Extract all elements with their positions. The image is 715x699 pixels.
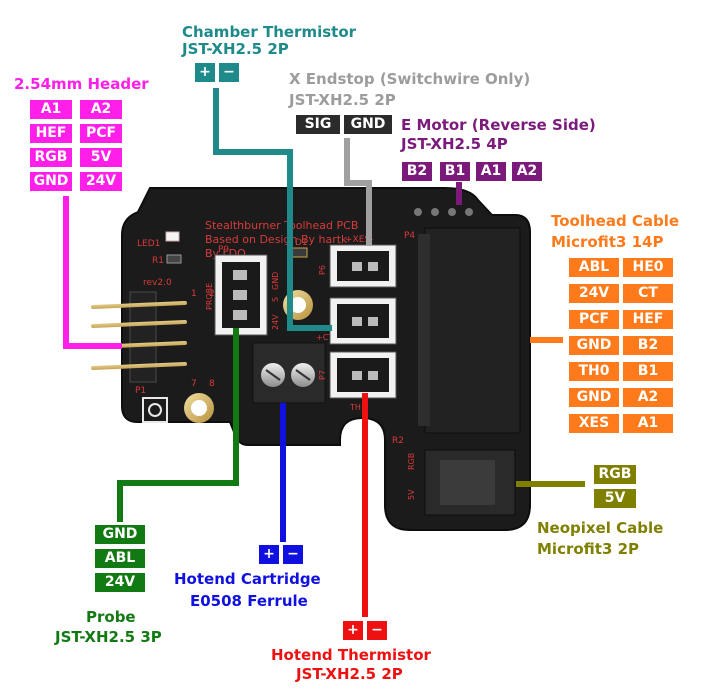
silk-s: S (271, 297, 280, 302)
toolhead-pin-th0: TH0 (569, 362, 619, 381)
chamber-title: Chamber Thermistor (182, 23, 357, 41)
toolhead-pin-a1: A1 (623, 414, 673, 433)
silk-p6: P6 (318, 265, 327, 275)
header-pin-rgb: RGB (30, 148, 72, 167)
cartridge-pin-plus: + (259, 545, 279, 564)
emotor-title: E Motor (Reverse Side) (401, 116, 596, 134)
chamber-pin-plus: + (195, 63, 215, 82)
toolhead-pin-ct: CT (623, 284, 673, 303)
silk-title-line-1: Stealthburner Toolhead PCB (205, 219, 358, 232)
xendstop-pin-gnd: GND (344, 115, 392, 134)
emotor-pin-a2: A2 (512, 162, 542, 181)
thermistor-subtitle: JST-XH2.5 2P (296, 665, 403, 683)
emotor-pin-b1: B1 (440, 162, 470, 181)
silk-p9: P9 (218, 245, 229, 255)
toolhead-pin-b2: B2 (623, 336, 673, 355)
chamber-pin-minus: − (219, 63, 239, 82)
silk-d1: D1 (295, 238, 308, 248)
cartridge-pin-minus: − (283, 545, 303, 564)
header-pin-gnd: GND (30, 172, 72, 191)
xendstop-leader-line (344, 138, 372, 245)
emotor-pin-a1: A1 (476, 162, 506, 181)
toolhead-pin-gnd-2: GND (569, 388, 619, 407)
silk-probe: PROBE (205, 283, 214, 310)
thermistor-title: Hotend Thermistor (271, 646, 431, 664)
toolhead-title: Toolhead Cable (551, 212, 680, 230)
silk-pin-1: 1 (191, 289, 197, 299)
header-leader-line (63, 196, 122, 349)
led-component (165, 231, 180, 242)
silk-ct: +CT- (316, 333, 335, 342)
silk-24v: 24V (271, 314, 280, 330)
silk-pin-8: 8 (209, 379, 215, 389)
header-pin-hef: HEF (30, 124, 72, 143)
toolhead-pin-hef: HEF (623, 310, 673, 329)
resistor-r1 (166, 254, 182, 264)
emotor-subtitle: JST-XH2.5 4P (401, 135, 508, 153)
probe-pin-gnd: GND (95, 525, 145, 544)
neopixel-subtitle: Microfit3 2P (537, 540, 640, 558)
silk-r1: R1 (152, 256, 164, 266)
silk-p1: P1 (135, 386, 146, 396)
header-pin-pcf: PCF (80, 124, 122, 143)
probe-subtitle: JST-XH2.5 3P (55, 628, 162, 646)
toolhead-pin-b1: B1 (623, 362, 673, 381)
thermistor-pin-minus: − (367, 621, 387, 640)
header-title: 2.54mm Header (14, 75, 149, 93)
toolhead-connector-pins (400, 248, 432, 412)
silk-rev: rev2.0 (143, 278, 172, 288)
xendstop-subtitle: JST-XH2.5 2P (289, 91, 396, 109)
silk-pin-2: 2 (209, 289, 215, 299)
xendstop-title: X Endstop (Switchwire Only) (289, 70, 531, 88)
header-pin-a1: A1 (30, 100, 72, 119)
probe-title: Probe (86, 608, 136, 626)
emotor-pin-b2: B2 (402, 162, 432, 181)
thermistor-pin-plus: + (343, 621, 363, 640)
silk-p4: P4 (404, 231, 415, 241)
toolhead-pin-gnd-1: GND (569, 336, 619, 355)
silk-r2: R2 (392, 436, 404, 446)
silk-title-line-2: Based on Design By hartk (205, 233, 348, 246)
cartridge-title: Hotend Cartridge (174, 570, 321, 588)
silk-led1: LED1 (137, 239, 160, 249)
toolhead-pin-a2: A2 (623, 388, 673, 407)
cartridge-subtitle: E0508 Ferrule (190, 592, 308, 610)
header-pin-24v: 24V (80, 172, 122, 191)
xendstop-pin-sig: SIG (296, 115, 340, 134)
neopixel-pin-5v: 5V (594, 489, 636, 508)
probe-leader-line (117, 328, 239, 522)
toolhead-pin-pcf: PCF (569, 310, 619, 329)
silk-rgb: RGB (407, 453, 416, 470)
logo-mark (142, 397, 168, 423)
silk-th: TH (349, 403, 361, 412)
toolhead-pin-24v: 24V (569, 284, 619, 303)
silk-pin-7: 7 (191, 379, 197, 389)
silk-xes: +XES- (345, 235, 373, 245)
toolhead-pin-xes: XES (569, 414, 619, 433)
toolhead-subtitle: Microfit3 14P (551, 233, 664, 251)
toolhead-pin-abl: ABL (569, 258, 619, 277)
header-pin-5v: 5V (80, 148, 122, 167)
neopixel-pin-rgb: RGB (594, 465, 636, 484)
toolhead-pin-he0: HE0 (623, 258, 673, 277)
header-pin-a2: A2 (80, 100, 122, 119)
silk-p7: P7 (318, 370, 327, 380)
silk-5v: 5V (407, 489, 416, 500)
chamber-subtitle: JST-XH2.5 2P (182, 40, 289, 58)
probe-pin-24v: 24V (95, 573, 145, 592)
toolhead-connector (424, 227, 521, 434)
probe-pin-abl: ABL (95, 549, 145, 568)
neopixel-title: Neopixel Cable (537, 519, 664, 537)
silk-gnd: GND (271, 272, 280, 290)
chamber-leader-line (213, 88, 332, 331)
